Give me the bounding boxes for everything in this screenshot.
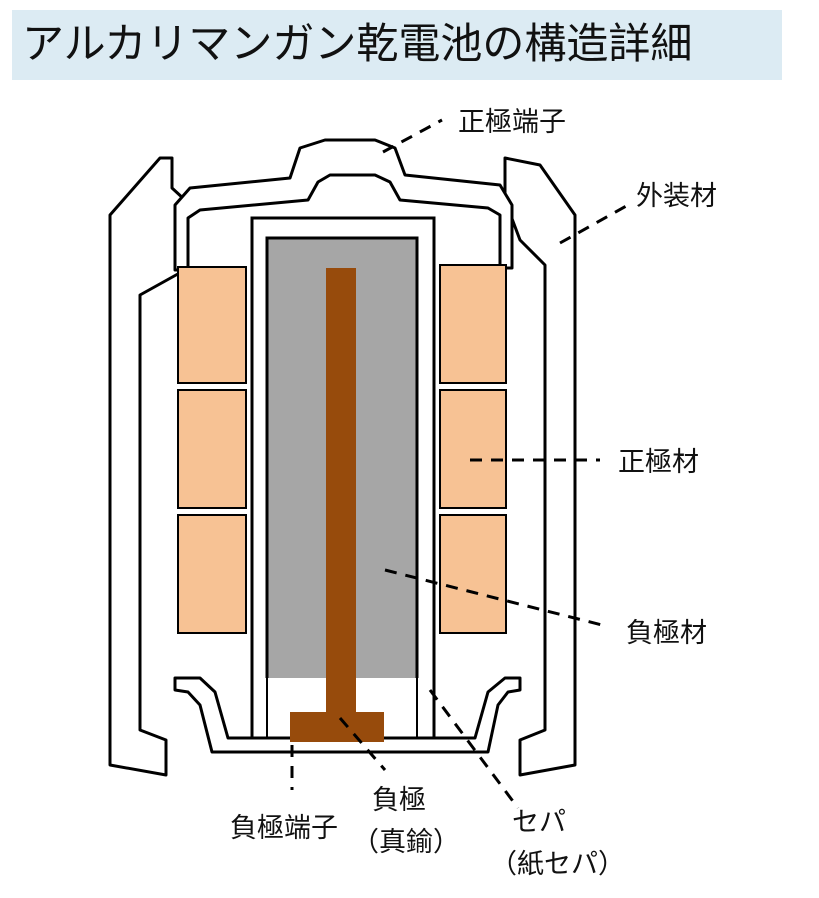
leader-negative-material [384, 568, 603, 627]
label-positive-material: 正極材 [618, 447, 699, 478]
negative-electrode-rod [326, 268, 356, 718]
positive-material-block [439, 514, 507, 634]
title-bar [12, 10, 782, 80]
label-positive-terminal: 正極端子 [458, 107, 566, 138]
positive-material-block [177, 266, 247, 384]
label-negative-electrode-2: （真鍮） [352, 827, 460, 858]
label-outer-casing: 外装材 [636, 181, 717, 212]
positive-material-block [177, 389, 247, 509]
label-separator-1: セパ [512, 807, 566, 838]
leader-negative-electrode [338, 717, 387, 771]
label-negative-material: 負極材 [626, 618, 707, 649]
leader-outer-casing [559, 203, 629, 245]
page-title: アルカリマンガン乾電池の構造詳細 [22, 19, 693, 68]
positive-material-block [439, 264, 507, 384]
label-negative-terminal: 負極端子 [230, 813, 338, 844]
leader-positive-terminal [382, 118, 443, 154]
positive-material-block [177, 514, 247, 634]
label-negative-electrode-1: 負極 [372, 785, 426, 816]
outer-casing-right [503, 156, 577, 777]
outer-casing-left [108, 156, 187, 777]
negative-electrode-base [290, 712, 384, 742]
negative-terminal-cup [173, 676, 522, 754]
label-separator-2: （紙セパ） [490, 849, 625, 880]
leader-separator [428, 689, 520, 809]
positive-material-block [439, 389, 507, 509]
